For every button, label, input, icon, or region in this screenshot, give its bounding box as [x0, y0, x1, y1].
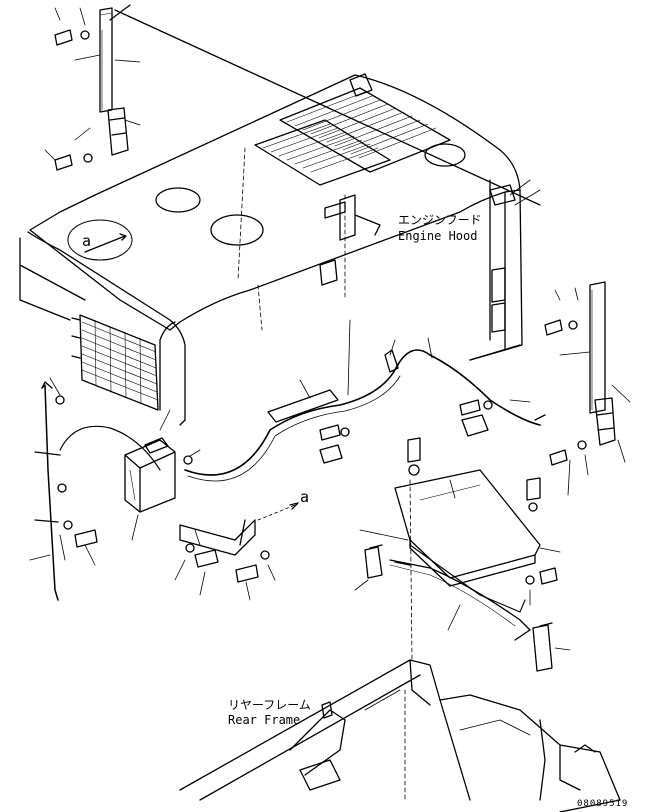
- hood-grille-top: [279, 87, 451, 173]
- rear-frame: [179, 479, 621, 812]
- left-rod: [29, 377, 161, 601]
- cable-assembly: [184, 319, 546, 482]
- detail-circle-a: [67, 219, 133, 261]
- hood-grille-second: [254, 119, 391, 186]
- rear-frame-label-jp: リヤーフレーム: [228, 698, 311, 712]
- right-seal-strips: [489, 179, 631, 496]
- front-grille: [79, 314, 159, 411]
- hood-opening-right: [424, 143, 466, 167]
- rubber-block-right: [532, 624, 553, 672]
- rubber-block-left: [364, 546, 383, 579]
- hood-opening-left: [155, 187, 201, 213]
- detail-a-label-mid: a: [300, 488, 310, 506]
- hood-pad: [319, 259, 338, 286]
- rear-frame-label-en: Rear Frame: [228, 713, 301, 727]
- cable-cover: [267, 389, 339, 423]
- detail-a-label-top: a: [82, 232, 92, 250]
- engine-hood: [19, 4, 541, 426]
- engine-hood-label-jp: エンジンフード: [398, 213, 482, 227]
- drawing-number: 08089519: [577, 799, 629, 809]
- engine-hood-label-en: Engine Hood: [398, 229, 478, 243]
- electrical-box: [124, 409, 299, 601]
- left-seal-strips: [44, 7, 141, 171]
- hood-opening-center: [210, 214, 264, 246]
- under-cover: [354, 437, 571, 672]
